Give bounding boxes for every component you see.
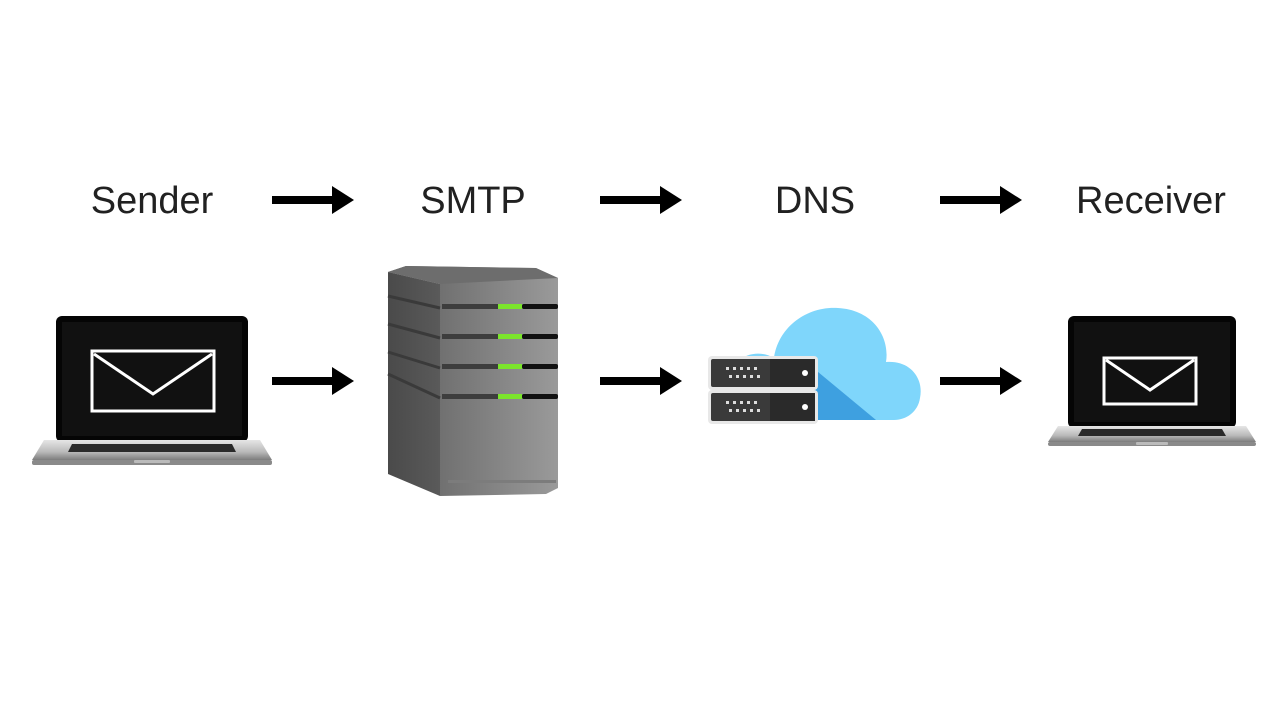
stage-label-receiver: Receiver: [1076, 180, 1226, 222]
smtp-server-icon: [387, 266, 558, 496]
rack-server-icon: [708, 356, 818, 424]
dns-cloud-server-icon: [708, 307, 921, 424]
stage-label-sender: Sender: [90, 180, 214, 222]
arrow-dns-to-receiver: [940, 367, 1022, 395]
receiver-laptop-icon: [1048, 316, 1256, 446]
arrow-dns-to-receiver-label: [940, 186, 1022, 214]
arrow-smtp-to-dns-label: [600, 186, 682, 214]
stage-label-smtp: SMTP: [420, 180, 526, 222]
arrow-smtp-to-dns: [600, 367, 682, 395]
arrow-sender-to-smtp-label: [272, 186, 354, 214]
sender-laptop-icon: [32, 316, 272, 465]
arrow-sender-to-smtp: [272, 367, 354, 395]
stage-label-dns: DNS: [774, 180, 856, 222]
